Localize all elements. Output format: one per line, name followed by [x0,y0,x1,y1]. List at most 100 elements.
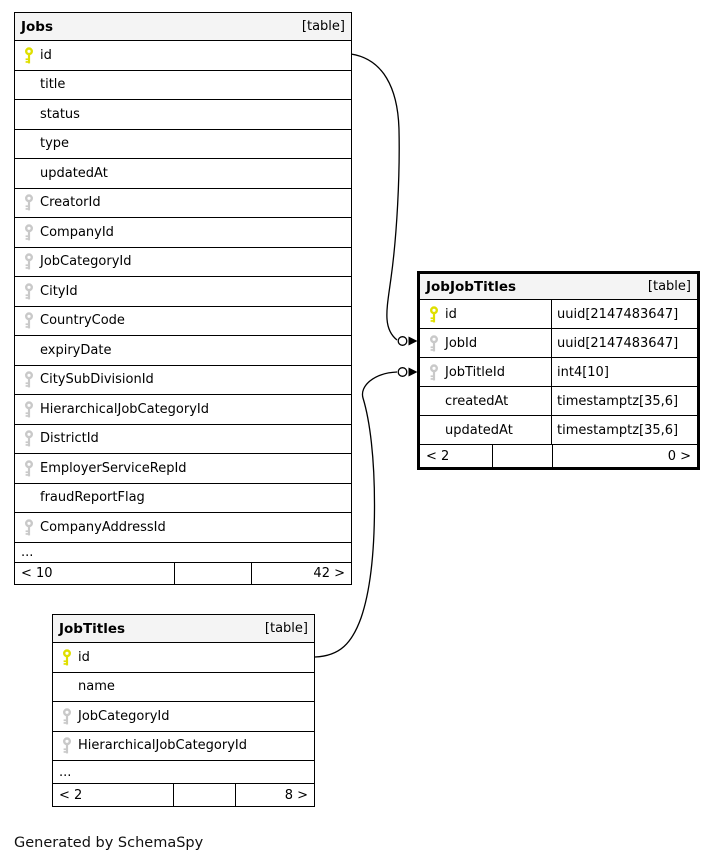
column-type: int4[10] [557,364,609,380]
column-name: createdAt [445,393,509,409]
foreign-key-icon [23,519,35,536]
foreign-key-icon [23,430,35,447]
column-name: id [78,649,90,665]
table-row: status [15,100,351,130]
column-name: HierarchicalJobCategoryId [40,401,209,417]
footer-spacer [492,445,552,467]
table-row: JobCategoryId [15,247,351,277]
table-row: CompanyId [15,218,351,248]
foreign-key-icon [23,194,35,211]
table-row: CreatorId [15,188,351,218]
more-columns-indicator: ... [15,543,351,563]
table-jobs: Jobs [table] id title status type update… [14,12,352,585]
table-jobs-header[interactable]: Jobs [table] [15,13,351,41]
table-row: updatedAt timestamptz[35,6] [420,416,697,445]
parent-count: < 10 [21,565,53,581]
table-row: id uuid[2147483647] [420,300,697,329]
table-row: JobId uuid[2147483647] [420,329,697,358]
column-name: JobId [445,335,478,351]
table-row: CitySubDivisionId [15,365,351,395]
table-type-label: [table] [264,621,308,636]
table-row: HierarchicalJobCategoryId [53,731,314,761]
column-name: expiryDate [40,342,112,358]
column-name: type [40,136,70,152]
table-row: type [15,129,351,159]
more-columns-indicator: ... [53,761,314,784]
relationship-jobtitles-id-to-jobjobtitles-jobtitleid [314,367,418,658]
child-count: 0 > [552,445,697,467]
foreign-key-icon [23,283,35,300]
table-row: CountryCode [15,306,351,336]
parent-count: < 2 [426,448,450,464]
column-name: JobTitleId [445,364,505,380]
foreign-key-icon [23,253,35,270]
table-footer: < 10 42 > [15,562,351,584]
table-row: id [15,41,351,71]
column-name: CreatorId [40,195,101,211]
column-name: name [78,679,115,695]
table-row: title [15,70,351,100]
table-row: DistrictId [15,424,351,454]
foreign-key-icon [428,364,440,381]
child-count: 42 > [251,562,351,584]
table-type-label: [table] [647,279,691,294]
foreign-key-icon [61,708,73,725]
table-title[interactable]: JobTitles [59,620,126,637]
column-name: status [40,106,80,122]
column-name: title [40,77,66,93]
column-name: CitySubDivisionId [40,372,154,388]
child-count: 8 > [235,784,314,806]
table-row: createdAt timestamptz[35,6] [420,387,697,416]
relationship-jobs-id-to-jobjobtitles-jobid [350,53,418,346]
table-row: expiryDate [15,336,351,366]
schemaspy-credit: Generated by SchemaSpy [14,835,204,851]
table-row: fraudReportFlag [15,483,351,513]
foreign-key-icon [23,224,35,241]
table-row: JobCategoryId [53,702,314,732]
column-type: timestamptz[35,6] [557,393,679,409]
foreign-key-icon [23,460,35,477]
foreign-key-icon [23,401,35,418]
column-name: JobCategoryId [40,254,132,270]
foreign-key-icon [428,335,440,352]
table-jobtitles: JobTitles [table] id name JobCategoryId … [52,614,315,807]
table-jobtitles-header[interactable]: JobTitles [table] [53,615,314,643]
table-type-label: [table] [301,19,345,34]
table-row: CompanyAddressId [15,513,351,543]
column-name: id [40,47,52,63]
foreign-key-icon [61,737,73,754]
primary-key-icon [61,649,73,666]
table-row: JobTitleId int4[10] [420,358,697,387]
column-name: DistrictId [40,431,99,447]
column-name: updatedAt [445,422,513,438]
column-name: CityId [40,283,78,299]
column-name: id [445,306,457,322]
table-title[interactable]: Jobs [21,18,53,35]
table-footer: < 2 8 > [53,784,314,806]
table-title[interactable]: JobJobTitles [426,278,517,295]
foreign-key-icon [23,312,35,329]
table-row: HierarchicalJobCategoryId [15,395,351,425]
footer-spacer [174,562,251,584]
crow-arrow-icon [408,336,418,346]
primary-key-icon [428,306,440,323]
table-row: id [53,643,314,673]
table-row: CityId [15,277,351,307]
table-row: EmployerServiceRepId [15,454,351,484]
foreign-key-icon [23,371,35,388]
column-name: CompanyId [40,224,114,240]
table-footer: < 2 0 > [420,445,697,467]
column-name: JobCategoryId [78,708,170,724]
footer-spacer [173,784,235,806]
column-name: fraudReportFlag [40,490,145,506]
column-name: EmployerServiceRepId [40,460,187,476]
crow-arrow-icon [408,367,418,377]
column-name: updatedAt [40,165,108,181]
column-name: HierarchicalJobCategoryId [78,738,247,754]
table-jobjobtitles: JobJobTitles [table] id uuid[2147483647]… [417,271,700,470]
table-row: name [53,672,314,702]
table-jobjobtitles-header[interactable]: JobJobTitles [table] [420,274,697,300]
column-type: timestamptz[35,6] [557,422,679,438]
column-name: CountryCode [40,313,125,329]
